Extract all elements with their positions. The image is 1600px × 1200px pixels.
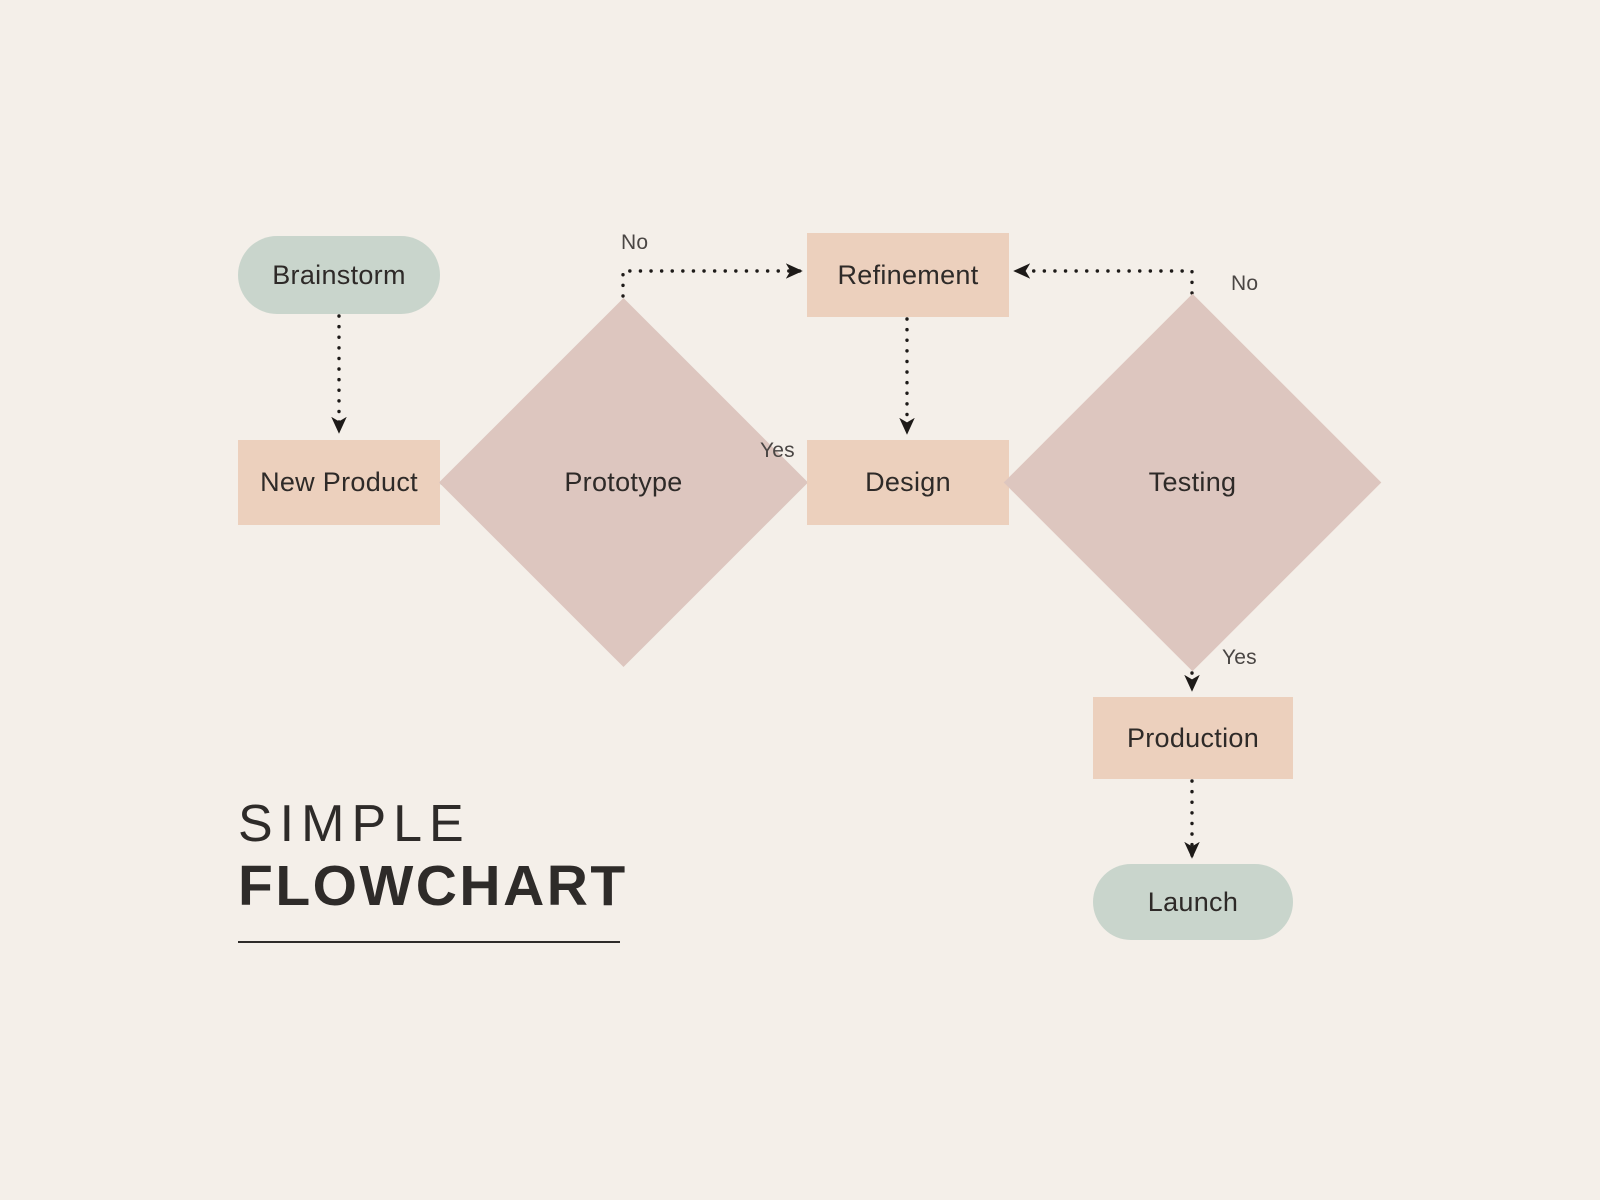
- edge-label-testing-no: No: [1231, 272, 1259, 295]
- edge-label-prototype-no: No: [621, 231, 649, 254]
- node-launch-label: Launch: [1147, 886, 1239, 917]
- node-prototype[interactable]: Prototype: [438, 297, 809, 668]
- node-testing-label: Testing: [1148, 467, 1237, 497]
- node-refinement[interactable]: Refinement: [807, 233, 1009, 317]
- node-design-label: Design: [865, 467, 951, 497]
- edge-label-prototype-yes: Yes: [760, 439, 795, 462]
- node-refinement-label: Refinement: [837, 259, 979, 290]
- title-divider: [238, 941, 620, 944]
- node-brainstorm[interactable]: Brainstorm: [238, 236, 440, 314]
- node-launch[interactable]: Launch: [1093, 864, 1293, 940]
- page-title-line1: SIMPLE: [238, 795, 471, 853]
- node-prototype-label: Prototype: [564, 467, 683, 497]
- node-design[interactable]: Design: [807, 440, 1009, 525]
- edge-label-testing-yes: Yes: [1222, 646, 1257, 669]
- node-production-label: Production: [1126, 722, 1260, 753]
- node-testing[interactable]: Testing: [1003, 293, 1382, 672]
- node-new-product-label: New Product: [260, 467, 418, 497]
- node-brainstorm-label: Brainstorm: [272, 259, 406, 290]
- node-production[interactable]: Production: [1093, 697, 1293, 779]
- page-title-line2: FLOWCHART: [238, 854, 628, 919]
- title-block: SIMPLE FLOWCHART: [238, 795, 668, 944]
- node-new-product[interactable]: New Product: [238, 440, 440, 525]
